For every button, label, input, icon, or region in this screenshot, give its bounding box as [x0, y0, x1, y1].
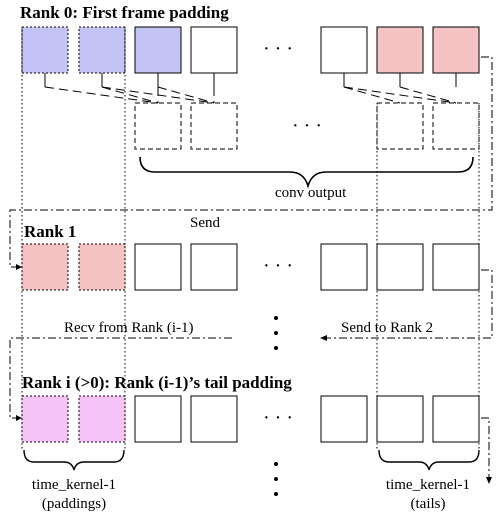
rank0-frame-pad-2 — [78, 26, 126, 74]
conv-connectors — [44, 86, 457, 104]
ranki-frame-n — [432, 395, 480, 443]
ranki-send-arrowhead — [486, 477, 492, 484]
ranki-frame-pad-2 — [78, 395, 126, 443]
conv-output-brace — [139, 156, 474, 189]
rank0-frame-n — [432, 26, 480, 74]
rank0-title: Rank 0: First frame padding — [20, 3, 229, 22]
ranki-title: Rank i (>0): Rank (i-1)’s tail padding — [22, 373, 292, 392]
paddings-label-line1: time_kernel-1 — [32, 477, 116, 493]
conv-output-2 — [190, 102, 238, 150]
vertical-ellipsis-1 — [274, 316, 278, 350]
conv-output-1 — [134, 102, 182, 150]
rank1-frame-n-1 — [376, 243, 424, 291]
conv-output-ellipsis: · · · — [292, 115, 322, 137]
rank1-frame-pad-2 — [78, 243, 126, 291]
ranki-ellipsis: · · · — [263, 407, 293, 429]
rank1-frame-pad-1 — [21, 243, 69, 291]
ranki-frame-n-1 — [376, 395, 424, 443]
ranki-frame-2 — [190, 395, 238, 443]
paddings-label-line2: (paddings) — [42, 496, 106, 512]
rank1-ellipsis: · · · — [263, 255, 293, 277]
send-arrowhead — [16, 264, 22, 270]
rank1-frame-1 — [134, 243, 182, 291]
send-connector — [9, 56, 493, 268]
rank1-title: Rank 1 — [24, 222, 76, 241]
rank1-frame-n-2 — [320, 243, 368, 291]
rank0-frame-1 — [134, 26, 182, 74]
send-to-rank2-arrowhead — [320, 335, 327, 341]
conv-output-n — [432, 102, 480, 150]
recv-connector — [9, 337, 232, 419]
tails-label-line1: time_kernel-1 — [386, 477, 470, 493]
send-to-rank2-label: Send to Rank 2 — [341, 320, 433, 336]
conv-output-n-1 — [376, 102, 424, 150]
ranki-frame-pad-1 — [21, 395, 69, 443]
rank0-frame-pad-1 — [21, 26, 69, 74]
rank0-stems — [44, 73, 457, 87]
ranki-frame-1 — [134, 395, 182, 443]
ranki-frame-n-2 — [320, 395, 368, 443]
rank0-ellipsis: · · · — [263, 38, 293, 60]
send-to-rank2-connector — [326, 269, 493, 339]
send-label: Send — [190, 215, 221, 231]
tails-brace — [378, 449, 480, 471]
recv-arrowhead — [16, 415, 22, 421]
paddings-brace — [23, 449, 125, 471]
rank1-frame-n — [432, 243, 480, 291]
ranki-send-connector — [481, 417, 490, 478]
conv-output-label: conv output — [275, 185, 347, 201]
rank1-frame-2 — [190, 243, 238, 291]
rank0-frame-n-1 — [376, 26, 424, 74]
vertical-ellipsis-2 — [274, 462, 278, 496]
rank0-frame-2 — [190, 26, 238, 74]
tails-label-line2: (tails) — [411, 496, 446, 512]
rank0-frame-n-2 — [320, 26, 368, 74]
recv-label: Recv from Rank (i-1) — [64, 320, 194, 336]
